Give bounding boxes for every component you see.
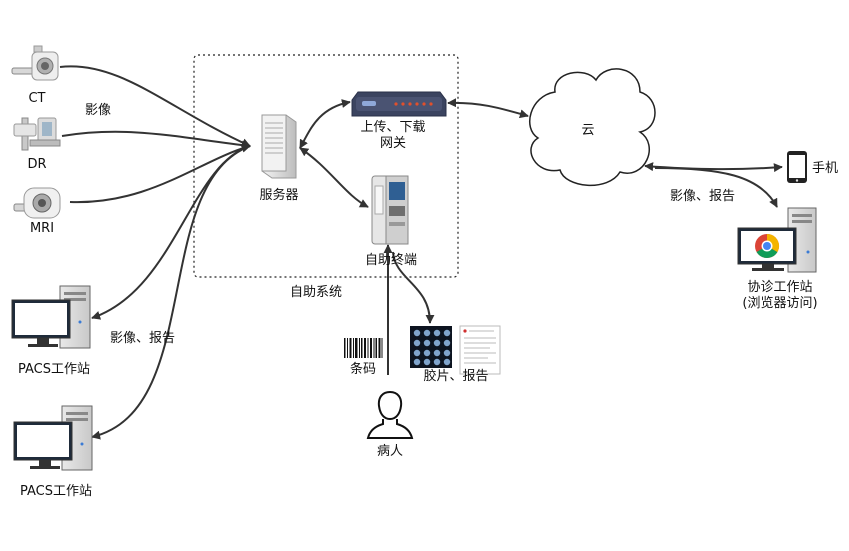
cloud-consult-arrow xyxy=(654,167,778,208)
server-kiosk-arrow xyxy=(299,147,369,208)
films-reports-label: 胶片、报告 xyxy=(423,369,489,384)
kiosk-to-films-arrow xyxy=(392,251,435,324)
patient-person-icon xyxy=(366,390,414,439)
report-paper-icon xyxy=(459,325,501,375)
dr-label: DR xyxy=(27,157,47,172)
pacs-workstation-top-icon xyxy=(11,285,91,349)
images-reports-left-label: 影像、报告 xyxy=(110,331,176,346)
pacs-workstation-bottom-icon xyxy=(13,405,93,471)
cloud-icon xyxy=(528,68,656,186)
barcode-label: 条码 xyxy=(349,362,377,377)
consult-label-line2: (浏览器访问) xyxy=(742,296,818,311)
self-service-boundary xyxy=(193,54,459,278)
server-label: 服务器 xyxy=(259,188,299,203)
cloud-label: 云 xyxy=(581,123,595,138)
ct-to-server-arrow xyxy=(59,65,251,147)
mri-machine-icon xyxy=(13,187,61,219)
kiosk-label: 自助终端 xyxy=(364,253,418,268)
mri-label: MRI xyxy=(29,221,55,236)
phone-icon xyxy=(787,151,807,183)
self-service-system-label: 自助系统 xyxy=(289,285,343,300)
consult-workstation-icon xyxy=(737,207,817,273)
dr-machine-icon xyxy=(13,117,61,151)
images-reports-right-label: 影像、报告 xyxy=(670,189,736,204)
images-edge-label: 影像 xyxy=(85,103,112,118)
pacs-top-label: PACS工作站 xyxy=(17,362,91,377)
dr-to-server-arrow xyxy=(61,130,251,150)
server-gateway-arrow xyxy=(299,99,351,149)
gateway-cloud-arrow xyxy=(447,98,529,119)
consult-label-line1: 协诊工作站 xyxy=(747,280,813,295)
connections xyxy=(59,65,783,440)
phone-label: 手机 xyxy=(812,161,839,176)
barcode-icon xyxy=(344,338,383,358)
ct-scanner-icon xyxy=(11,45,59,81)
server-icon xyxy=(261,114,297,179)
gateway-label-line2: 网关 xyxy=(379,136,407,151)
pacs-bottom-label: PACS工作站 xyxy=(19,484,93,499)
film-sheet-icon xyxy=(410,326,452,368)
gateway-router-icon xyxy=(351,91,447,117)
server-to-pacs-bottom-arrow xyxy=(91,145,251,440)
mri-to-server-arrow xyxy=(69,143,251,204)
gateway-label-line1: 上传、下载 xyxy=(360,120,426,135)
ct-label: CT xyxy=(28,91,46,106)
kiosk-icon xyxy=(371,175,409,245)
server-to-pacs-top-arrow xyxy=(91,145,251,320)
patient-label: 病人 xyxy=(376,444,404,459)
